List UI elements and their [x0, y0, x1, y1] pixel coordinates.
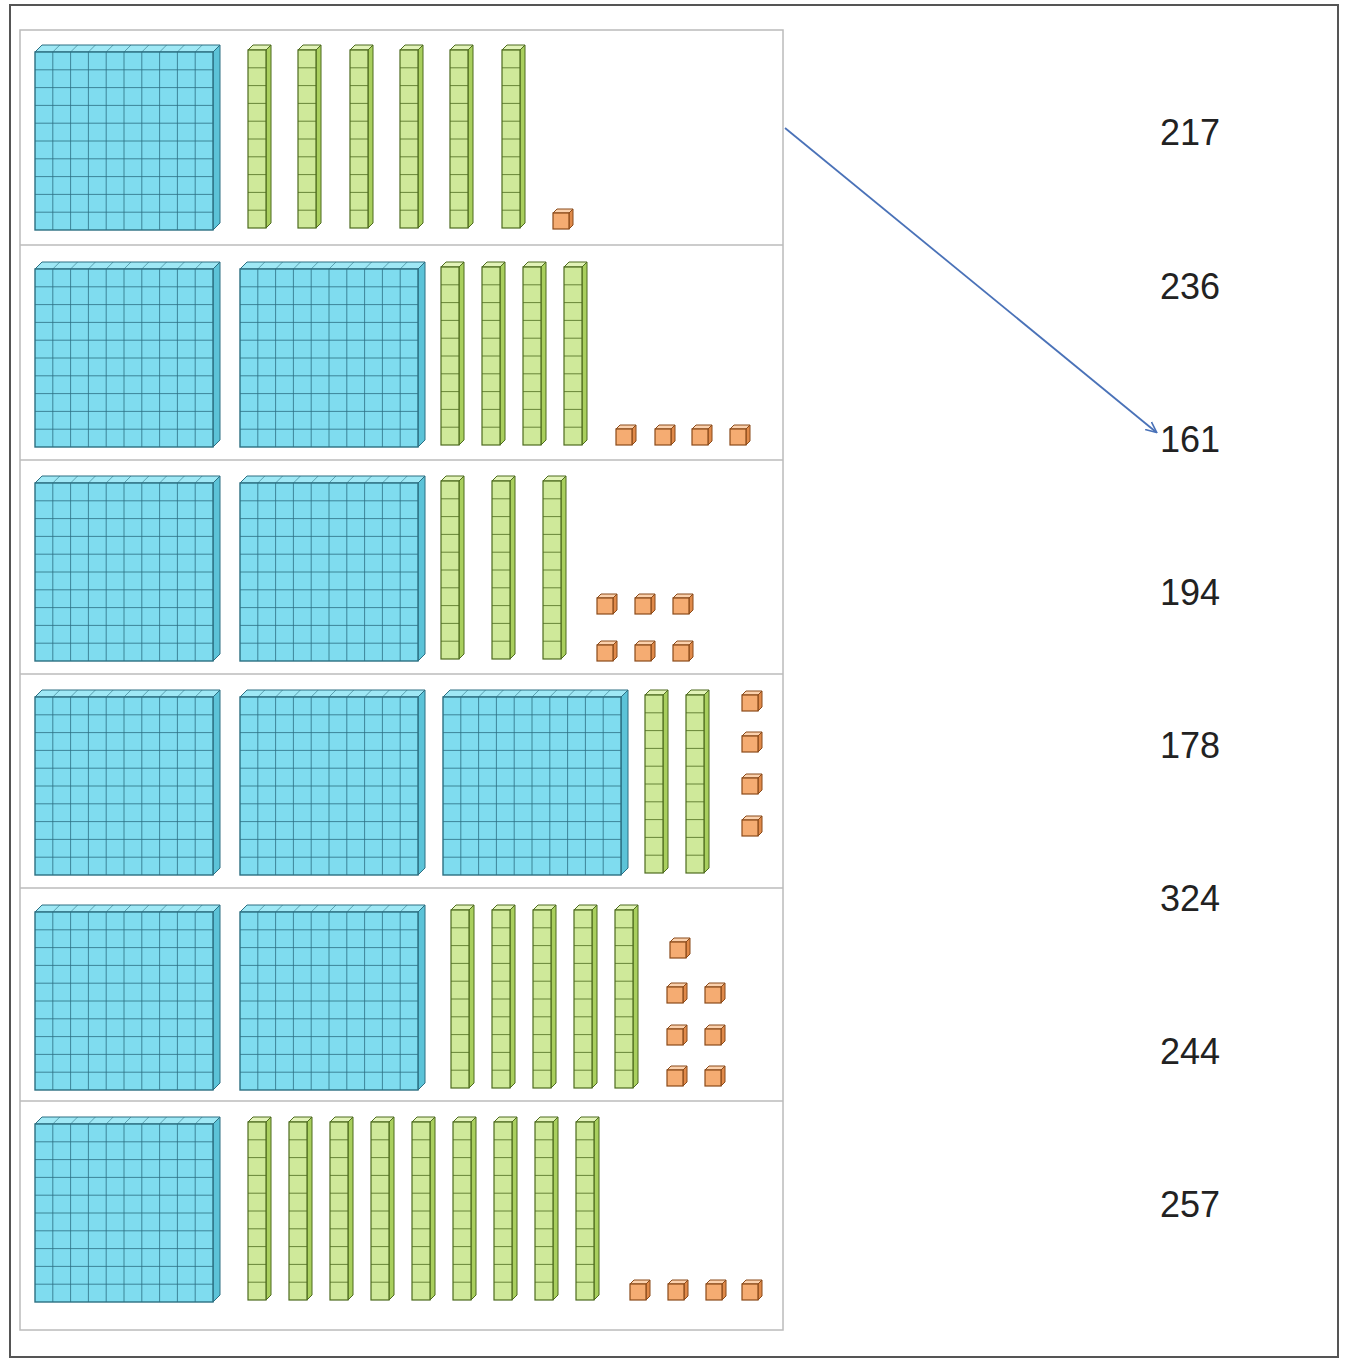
hundred-flat	[35, 45, 220, 230]
unit-cube	[673, 594, 693, 614]
unit-cube	[630, 1280, 650, 1300]
hundred-flat	[35, 690, 220, 875]
unit-cube	[670, 938, 690, 958]
number-label: 194	[1160, 575, 1220, 611]
unit-cube	[742, 1280, 762, 1300]
number-label: 324	[1160, 881, 1220, 917]
ten-rod	[686, 690, 709, 873]
unit-cube	[635, 641, 655, 661]
ten-rod	[298, 45, 321, 228]
unit-cube	[597, 641, 617, 661]
ten-rod	[574, 905, 597, 1088]
ten-rod	[330, 1117, 353, 1300]
ten-rod	[451, 905, 474, 1088]
unit-cube	[742, 691, 762, 711]
unit-cube	[655, 425, 675, 445]
unit-cube	[692, 425, 712, 445]
ten-rod	[450, 45, 473, 228]
ten-rod	[564, 262, 587, 445]
unit-cube	[616, 425, 636, 445]
unit-cube	[668, 1280, 688, 1300]
number-label: 178	[1160, 728, 1220, 764]
unit-cube	[742, 774, 762, 794]
ten-rod	[248, 45, 271, 228]
row-panels	[20, 30, 783, 1330]
ten-rod	[400, 45, 423, 228]
hundred-flat	[443, 690, 628, 875]
unit-cube	[597, 594, 617, 614]
ten-rod	[615, 905, 638, 1088]
ten-rod	[453, 1117, 476, 1300]
unit-cube	[667, 983, 687, 1003]
unit-cube	[673, 641, 693, 661]
ten-rod	[248, 1117, 271, 1300]
unit-cube	[705, 983, 725, 1003]
unit-cube	[667, 1066, 687, 1086]
hundred-flat	[240, 905, 425, 1090]
number-label: 244	[1160, 1034, 1220, 1070]
ten-rod	[523, 262, 546, 445]
hundred-flat	[240, 476, 425, 661]
ten-rod	[492, 905, 515, 1088]
hundred-flat	[240, 690, 425, 875]
ten-rod	[533, 905, 556, 1088]
leader-arrow	[785, 128, 1156, 432]
unit-cube	[706, 1280, 726, 1300]
ten-rod	[482, 262, 505, 445]
ten-rod	[543, 476, 566, 659]
ten-rod	[494, 1117, 517, 1300]
hundred-flat	[35, 905, 220, 1090]
unit-cube	[635, 594, 655, 614]
unit-cube	[742, 732, 762, 752]
unit-cube	[742, 816, 762, 836]
ten-rod	[645, 690, 668, 873]
hundred-flat	[35, 1117, 220, 1302]
hundred-flat	[35, 262, 220, 447]
ten-rod	[289, 1117, 312, 1300]
unit-cube	[667, 1025, 687, 1045]
hundred-flat	[240, 262, 425, 447]
ten-rod	[492, 476, 515, 659]
ten-rod	[371, 1117, 394, 1300]
ten-rod	[535, 1117, 558, 1300]
unit-cube	[705, 1066, 725, 1086]
ten-rod	[350, 45, 373, 228]
base-ten-blocks	[35, 45, 762, 1302]
number-label: 217	[1160, 115, 1220, 151]
hundred-flat	[35, 476, 220, 661]
unit-cube	[553, 209, 573, 229]
ten-rod	[502, 45, 525, 228]
number-label: 257	[1160, 1187, 1220, 1223]
ten-rod	[441, 262, 464, 445]
number-label: 236	[1160, 269, 1220, 305]
unit-cube	[730, 425, 750, 445]
number-label: 161	[1160, 422, 1220, 458]
unit-cube	[705, 1025, 725, 1045]
ten-rod	[412, 1117, 435, 1300]
ten-rod	[576, 1117, 599, 1300]
outer-frame	[10, 5, 1338, 1357]
ten-rod	[441, 476, 464, 659]
